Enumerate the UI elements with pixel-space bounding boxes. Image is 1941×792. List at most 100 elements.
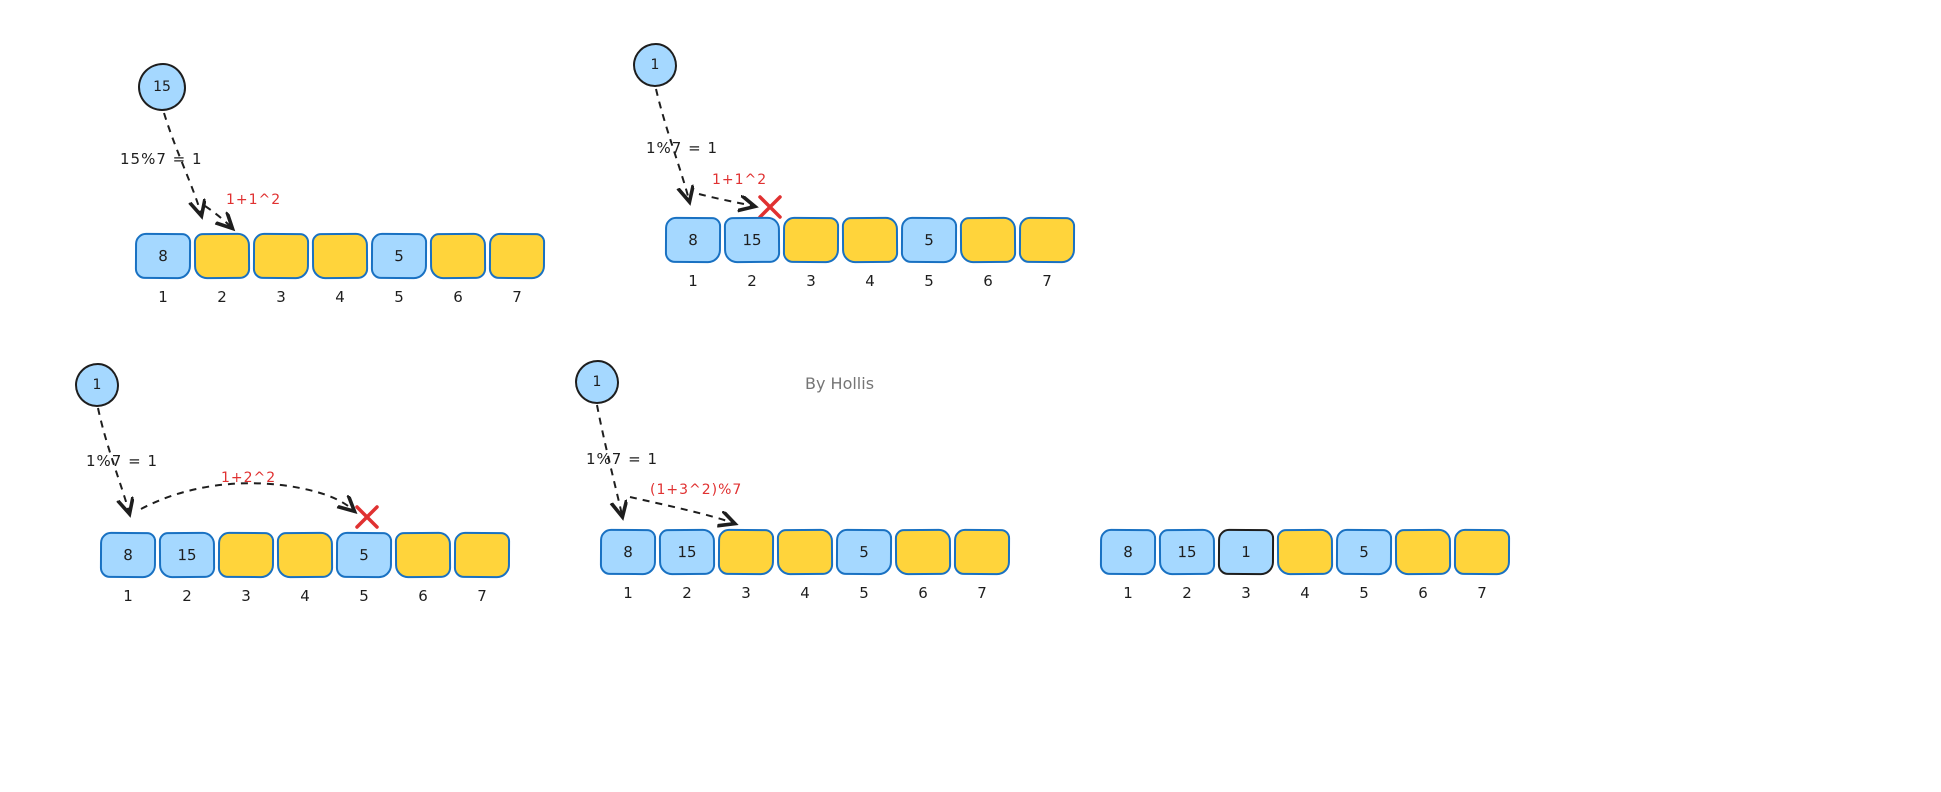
- index-label: 3: [1241, 584, 1251, 602]
- table-cell-6: [394, 531, 452, 579]
- probe-formula-label: (1+3^2)%7: [650, 482, 743, 498]
- index-label: 7: [1042, 272, 1052, 290]
- index-label: 1: [123, 587, 133, 605]
- table-cell-4: [311, 232, 369, 280]
- table-cell-3: 1: [1217, 528, 1275, 576]
- index-label: 5: [859, 584, 869, 602]
- index-label: 5: [924, 272, 934, 290]
- table-cell-1: 8: [599, 528, 657, 576]
- index-label: 3: [276, 288, 286, 306]
- index-label: 7: [512, 288, 522, 306]
- table-cell-1: 8: [664, 216, 722, 264]
- index-row: 1 2 3 4 5 6 7: [135, 288, 545, 306]
- index-label: 1: [1123, 584, 1133, 602]
- table-cell-5: 5: [835, 528, 893, 576]
- hash-table-row: 8 15 5: [599, 528, 1011, 576]
- table-cell-1: 8: [99, 531, 157, 579]
- table-cell-6: [1394, 528, 1452, 576]
- index-label: 5: [394, 288, 404, 306]
- hash-table-row: 8 15 5: [664, 216, 1076, 264]
- key-bubble: 1: [75, 363, 119, 407]
- index-label: 4: [865, 272, 875, 290]
- index-label: 7: [1477, 584, 1487, 602]
- index-label: 1: [158, 288, 168, 306]
- arrow-probe-step-3: [140, 482, 353, 510]
- key-bubble: 15: [138, 63, 186, 111]
- hash-table-row: 8 15 5: [99, 531, 511, 579]
- index-row: 1 2 3 4 5 6 7: [1100, 584, 1510, 602]
- hash-table-row: 8 5: [134, 232, 546, 280]
- key-bubble: 1: [633, 43, 677, 87]
- collision-x-icon: [355, 505, 379, 529]
- index-row: 1 2 3 4 5 6 7: [100, 587, 510, 605]
- index-row: 1 2 3 4 5 6 7: [600, 584, 1010, 602]
- index-label: 2: [217, 288, 227, 306]
- table-cell-7: [1018, 216, 1076, 264]
- table-cell-3: [217, 531, 275, 579]
- index-label: 6: [983, 272, 993, 290]
- table-cell-7: [1453, 528, 1511, 576]
- probe-formula-label: 1+1^2: [712, 172, 768, 188]
- key-bubble: 1: [575, 360, 619, 404]
- table-cell-2: 15: [1158, 528, 1216, 576]
- table-cell-2: 15: [158, 531, 216, 579]
- index-label: 6: [418, 587, 428, 605]
- table-cell-1: 8: [134, 232, 192, 280]
- index-row: 1 2 3 4 5 6 7: [665, 272, 1075, 290]
- table-cell-2: 15: [658, 528, 716, 576]
- arrow-probe-step-2: [698, 193, 753, 206]
- hash-computation-label: 1%7 = 1: [646, 139, 718, 157]
- table-cell-5: 5: [1335, 528, 1393, 576]
- table-cell-7: [488, 232, 546, 280]
- index-label: 6: [453, 288, 463, 306]
- hash-computation-label: 1%7 = 1: [586, 450, 658, 468]
- table-cell-5: 5: [900, 216, 958, 264]
- index-label: 2: [182, 587, 192, 605]
- table-cell-6: [894, 528, 952, 576]
- index-label: 2: [682, 584, 692, 602]
- hash-computation-label: 1%7 = 1: [86, 452, 158, 470]
- collision-x-icon: [758, 195, 782, 219]
- index-label: 4: [1300, 584, 1310, 602]
- table-cell-3: [717, 528, 775, 576]
- hash-computation-label: 15%7 = 1: [120, 150, 203, 168]
- table-cell-6: [429, 232, 487, 280]
- table-cell-4: [1276, 528, 1334, 576]
- index-label: 3: [741, 584, 751, 602]
- index-label: 2: [1182, 584, 1192, 602]
- index-label: 4: [300, 587, 310, 605]
- table-cell-7: [453, 531, 511, 579]
- index-label: 4: [335, 288, 345, 306]
- index-label: 2: [747, 272, 757, 290]
- probe-formula-label: 1+1^2: [226, 192, 282, 208]
- table-cell-4: [276, 531, 334, 579]
- table-cell-4: [841, 216, 899, 264]
- arrow-probe-step-1: [204, 205, 231, 227]
- table-cell-4: [776, 528, 834, 576]
- table-cell-5: 5: [370, 232, 428, 280]
- arrow-probe-step-4: [629, 496, 733, 523]
- probe-formula-label: 1+2^2: [221, 470, 277, 486]
- index-label: 1: [623, 584, 633, 602]
- attribution-text: By Hollis: [805, 374, 875, 393]
- index-label: 3: [241, 587, 251, 605]
- hash-table-row: 8 15 1 5: [1099, 528, 1511, 576]
- index-label: 6: [918, 584, 928, 602]
- index-label: 4: [800, 584, 810, 602]
- index-label: 3: [806, 272, 816, 290]
- table-cell-7: [953, 528, 1011, 576]
- index-label: 1: [688, 272, 698, 290]
- table-cell-3: [252, 232, 310, 280]
- table-cell-2: 15: [723, 216, 781, 264]
- table-cell-1: 8: [1099, 528, 1157, 576]
- table-cell-2: [193, 232, 251, 280]
- index-label: 7: [477, 587, 487, 605]
- table-cell-5: 5: [335, 531, 393, 579]
- index-label: 5: [359, 587, 369, 605]
- index-label: 7: [977, 584, 987, 602]
- table-cell-6: [959, 216, 1017, 264]
- index-label: 6: [1418, 584, 1428, 602]
- index-label: 5: [1359, 584, 1369, 602]
